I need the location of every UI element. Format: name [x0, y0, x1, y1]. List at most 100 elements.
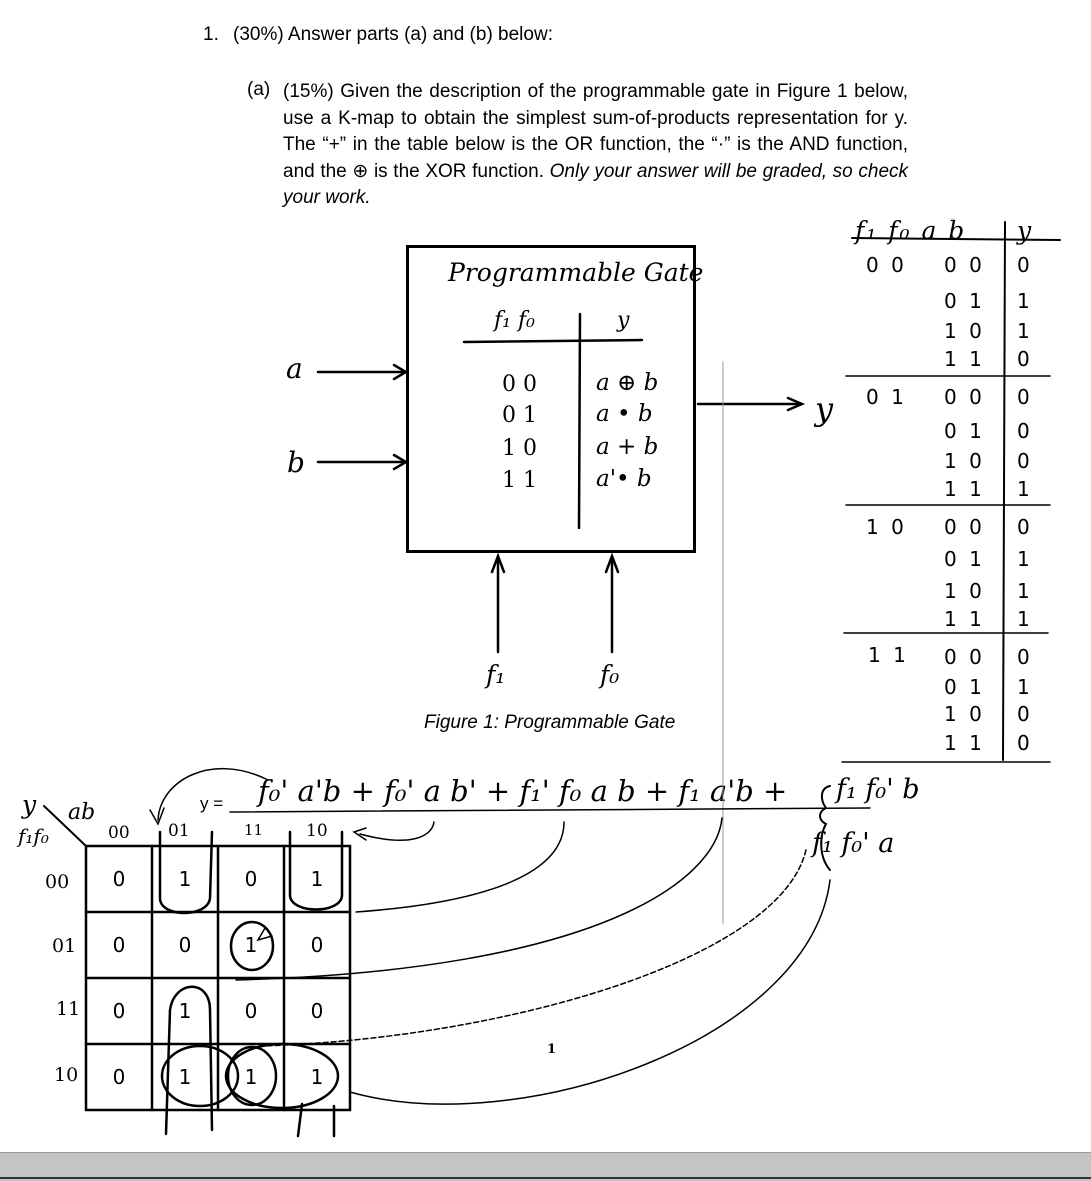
kmap-corner-f: f₁f₀ — [18, 824, 49, 848]
tt-group-3-ab-0: 0 0 — [944, 645, 985, 669]
input-b-label: b — [287, 446, 305, 479]
tt-group-0-y-2: 1 — [1017, 319, 1033, 343]
tt-group-3-y-3: 0 — [1017, 731, 1033, 755]
viewer-bottom-line — [0, 1177, 1091, 1179]
answer-expression: f₀' a'b + f₀' a b' + f₁' f₀ a b + f₁ a'b… — [258, 774, 788, 808]
tt-group-2-ab-2: 1 0 — [944, 579, 985, 603]
question-text: (30%) Answer parts (a) and (b) below: — [233, 24, 553, 45]
tt-group-2-ab-0: 0 0 — [944, 515, 985, 539]
kmap-cell-r0-c3: 1 — [310, 867, 324, 891]
tt-group-2-ab-1: 0 1 — [944, 547, 985, 571]
viewer-bottom-bar — [0, 1152, 1091, 1181]
kmap-row-label-3: 10 — [54, 1064, 79, 1086]
annotation-arrow-6 — [349, 879, 831, 1105]
tt-group-3-ab-1: 0 1 — [944, 675, 985, 699]
figure-caption: Figure 1: Programmable Gate — [424, 712, 676, 733]
gate-row-fn-0: a ⊕ b — [596, 370, 659, 396]
annotation-arrow-2 — [359, 821, 435, 841]
select-f1-label: f₁ — [486, 660, 506, 689]
tt-group-0-f: 0 0 — [866, 253, 907, 277]
gate-row-sel-0: 0 0 — [502, 372, 537, 397]
tt-group-3-ab-2: 1 0 — [944, 702, 985, 726]
annotation-arrow-3 — [355, 821, 565, 913]
gate-row-fn-2: a + b — [596, 434, 659, 460]
kmap-cell-r2-c3: 0 — [310, 999, 324, 1023]
tt-group-1-ab-3: 1 1 — [944, 477, 985, 501]
kmap-cell-r2-c0: 0 — [112, 999, 126, 1023]
tt-group-2-y-2: 1 — [1017, 579, 1033, 603]
gate-row-fn-3: a'• b — [596, 466, 652, 492]
gate-row-sel-2: 1 0 — [502, 436, 537, 461]
output-y-arrowhead — [786, 396, 806, 412]
tt-group-2-y-1: 1 — [1017, 547, 1033, 571]
kmap-cell-r0-c2: 0 — [244, 867, 258, 891]
gate-row-fn-1: a • b — [596, 401, 653, 427]
kmap-cell-r0-c1: 1 — [178, 867, 192, 891]
tt-group-0-y-1: 1 — [1017, 289, 1033, 313]
kmap-cell-r0-c0: 0 — [112, 867, 126, 891]
kmap-col-label-3: 10 — [306, 821, 328, 841]
tt-group-3-f: 1 1 — [868, 643, 909, 667]
kmap-cell-r3-c0: 0 — [112, 1065, 126, 1089]
kmap-col-label-1: 01 — [168, 821, 190, 841]
answer-underline — [229, 807, 871, 813]
tt-group-0-y-0: 0 — [1017, 253, 1033, 277]
tt-group-3-y-1: 1 — [1017, 675, 1033, 699]
kmap-cell-r3-c1: 1 — [178, 1065, 192, 1089]
gate-title: Programmable Gate — [448, 258, 704, 287]
kmap-row-label-2: 11 — [56, 998, 81, 1020]
part-a-label: (a) — [247, 79, 271, 100]
tt-group-2-y-3: 1 — [1017, 607, 1033, 631]
tt-group-0-ab-0: 0 0 — [944, 253, 985, 277]
truth-table-y-divider — [1002, 221, 1006, 761]
annotation-arrowhead-1 — [149, 807, 165, 826]
tt-group-1-y-0: 0 — [1017, 385, 1033, 409]
tt-group-1-y-3: 1 — [1017, 477, 1033, 501]
tt-group-2-y-0: 0 — [1017, 515, 1033, 539]
gate-header-y: y — [617, 308, 630, 333]
tt-group-1-ab-2: 1 0 — [944, 449, 985, 473]
truth-table-header-y: y — [1017, 216, 1032, 245]
kmap-corner-y: y — [22, 790, 37, 819]
tt-group-2-ab-3: 1 1 — [944, 607, 985, 631]
answer-alternative-2: f₁ f₀' a — [812, 828, 895, 859]
tt-group-2-f: 1 0 — [866, 515, 907, 539]
output-y-label: y — [815, 390, 834, 428]
tt-group-3-y-0: 0 — [1017, 645, 1033, 669]
tt-group-1-ab-0: 0 0 — [944, 385, 985, 409]
gate-header-sel: f₁ f₀ — [494, 308, 535, 333]
kmap-cell-r1-c3: 0 — [310, 933, 324, 957]
programmable-gate-box — [406, 245, 696, 553]
kmap-cell-r3-c3: 1 — [310, 1065, 324, 1089]
tt-group-0-y-3: 0 — [1017, 347, 1033, 371]
part-a-instructions: (15%) Given the description of the progr… — [283, 81, 908, 182]
question-number: 1. — [203, 24, 219, 45]
select-f0-label: f₀ — [600, 660, 620, 689]
tt-group-1-y-2: 0 — [1017, 449, 1033, 473]
tt-group-3-y-2: 0 — [1017, 702, 1033, 726]
input-b-arrowhead — [392, 453, 409, 471]
kmap-cell-r2-c2: 0 — [244, 999, 258, 1023]
kmap-col-label-2: 11 — [244, 821, 264, 839]
kmap-corner-ab: ab — [68, 800, 96, 825]
select-f1-arrowhead — [490, 552, 506, 574]
input-a-arrowhead — [392, 363, 409, 381]
kmap-cell-r3-c2: 1 — [244, 1065, 258, 1089]
tt-group-0-ab-3: 1 1 — [944, 347, 985, 371]
gate-row-sel-3: 1 1 — [502, 468, 537, 493]
kmap-cell-r2-c1: 1 — [178, 999, 192, 1023]
tt-group-0-ab-2: 1 0 — [944, 319, 985, 343]
kmap-cell-r1-c0: 0 — [112, 933, 126, 957]
page-number: 1 — [547, 1042, 557, 1057]
answer-alternative-1: f₁ f₀' b — [836, 774, 920, 805]
kmap-row-label-0: 00 — [45, 871, 70, 893]
answer-y-label: y = — [200, 794, 224, 813]
kmap-cell-r1-c2: 1 — [244, 933, 258, 957]
part-a-text: (15%) Given the description of the progr… — [283, 79, 908, 212]
tt-group-1-ab-1: 0 1 — [944, 419, 985, 443]
input-a-label: a — [286, 352, 303, 385]
truth-table-header-inputs: f₁ f₀ a b — [855, 216, 967, 245]
kmap-row-label-1: 01 — [52, 935, 77, 957]
tt-group-1-f: 0 1 — [866, 385, 907, 409]
kmap-col-label-0: 00 — [108, 823, 130, 843]
